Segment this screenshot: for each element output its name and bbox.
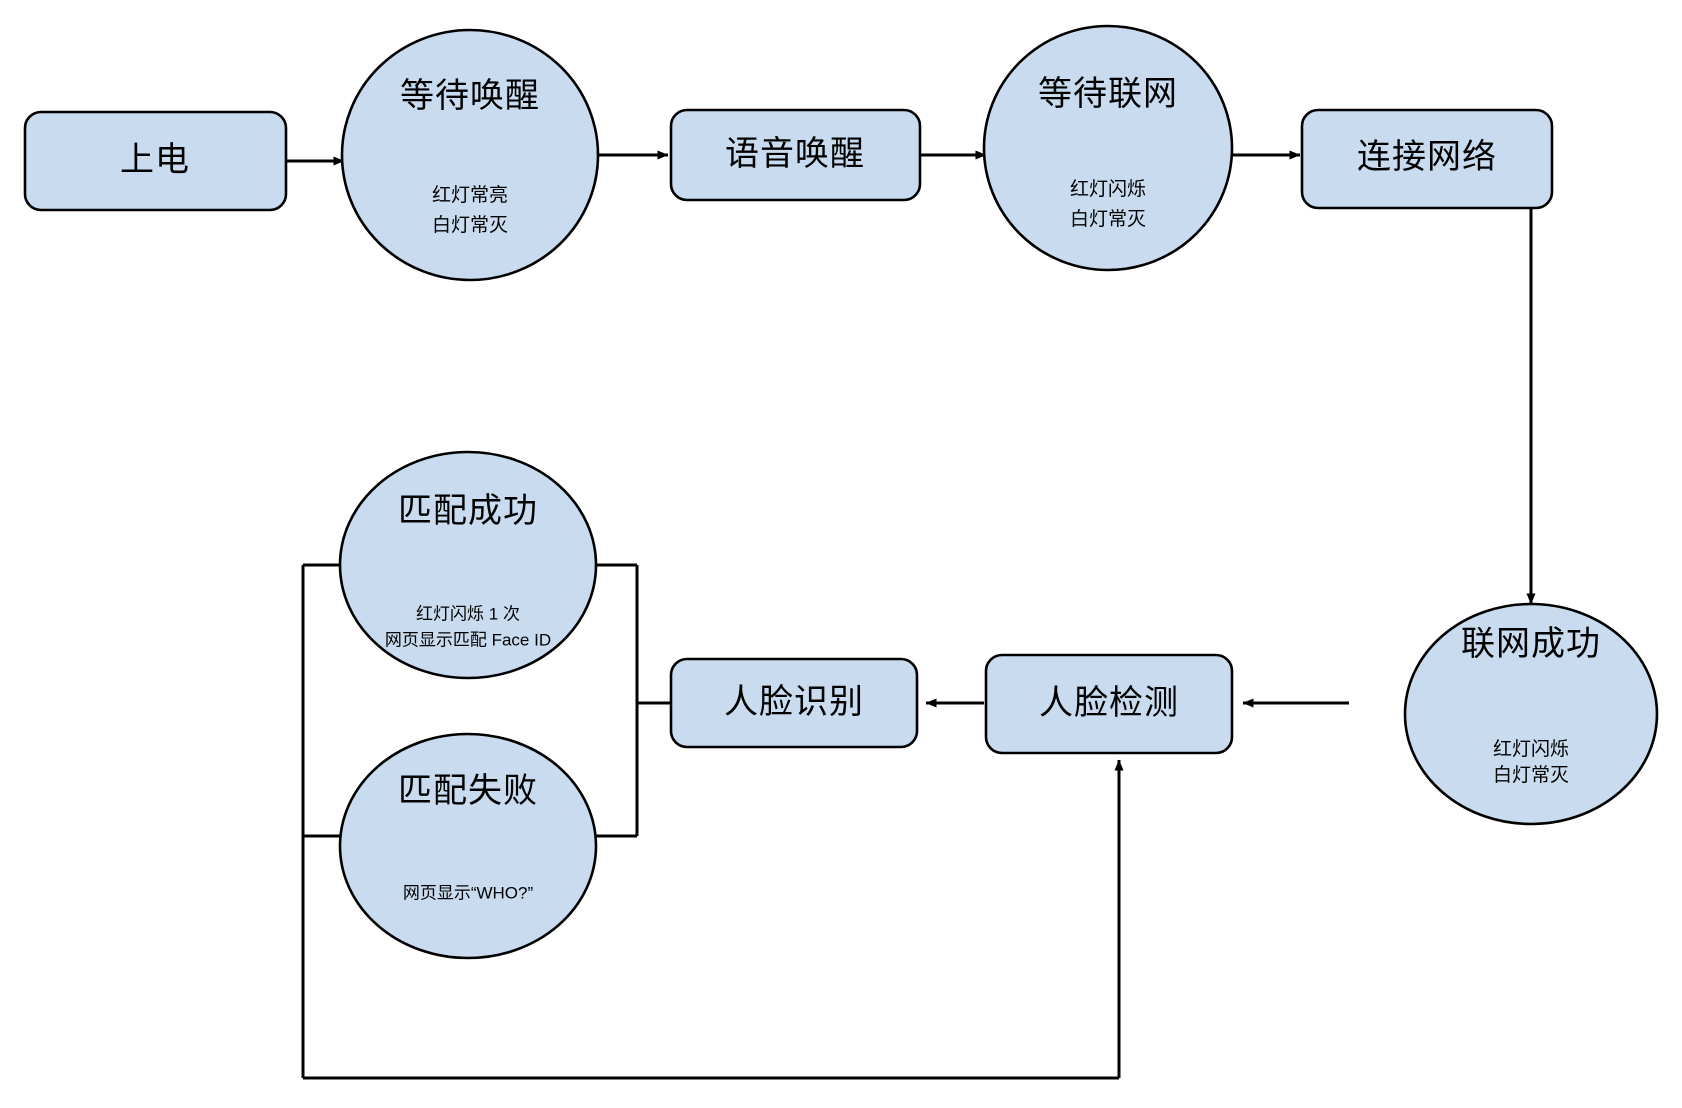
node-wait-wakeup-shape [340,28,600,282]
node-wait-network-sub-line-1: 红灯闪烁 [1070,178,1146,200]
node-face-recognize[interactable]: 人脸识别 [669,657,919,749]
node-connect-network-shape [1300,108,1554,210]
node-match-success-sub-line-1: 红灯闪烁 1 次 [416,604,520,623]
node-wait-wakeup-sub-line-2: 白灯常灭 [432,214,508,236]
node-wait-network[interactable]: 等待联网 红灯闪烁 白灯常灭 [982,24,1234,272]
node-network-success-sub-line-1: 红灯闪烁 [1493,738,1569,760]
node-wait-wakeup-label: 等待唤醒 [400,77,540,115]
node-wait-wakeup[interactable]: 等待唤醒 红灯常亮 白灯常灭 [340,28,600,282]
node-face-detect-shape [984,653,1234,755]
node-wait-wakeup-sub-line-1: 红灯常亮 [432,184,508,206]
node-face-detect-label: 人脸检测 [1039,684,1179,722]
node-match-success-shape [338,450,598,680]
node-power-on-shape [23,110,288,212]
node-wait-network-shape [982,24,1234,272]
node-face-recognize-label: 人脸识别 [724,683,864,721]
node-connect-network[interactable]: 连接网络 [1300,108,1554,210]
node-match-success-label: 匹配成功 [398,492,538,530]
node-power-on-label: 上电 [120,141,190,179]
node-wait-network-sub-line-2: 白灯常灭 [1070,208,1146,230]
node-network-success-sub-line-2: 白灯常灭 [1493,764,1569,786]
node-match-fail[interactable]: 匹配失败 网页显示“WHO?” [338,732,598,960]
node-face-recognize-shape [669,657,919,749]
node-match-fail-shape [338,732,598,960]
node-match-fail-label: 匹配失败 [398,772,538,810]
node-network-success[interactable]: 联网成功 红灯闪烁 白灯常灭 [1403,602,1659,826]
node-wait-network-label: 等待联网 [1038,75,1178,113]
node-voice-wakeup[interactable]: 语音唤醒 [669,108,922,202]
node-network-success-label: 联网成功 [1461,625,1601,663]
node-voice-wakeup-label: 语音唤醒 [725,135,865,173]
node-voice-wakeup-shape [669,108,922,202]
node-connect-network-label: 连接网络 [1357,138,1497,176]
node-face-detect[interactable]: 人脸检测 [984,653,1234,755]
node-match-success[interactable]: 匹配成功 红灯闪烁 1 次 网页显示匹配 Face ID [338,450,598,680]
node-match-fail-sub-line-1: 网页显示“WHO?” [403,883,534,902]
node-network-success-shape [1403,602,1659,826]
node-match-success-sub-line-2: 网页显示匹配 Face ID [385,630,551,649]
node-power-on[interactable]: 上电 [23,110,288,212]
